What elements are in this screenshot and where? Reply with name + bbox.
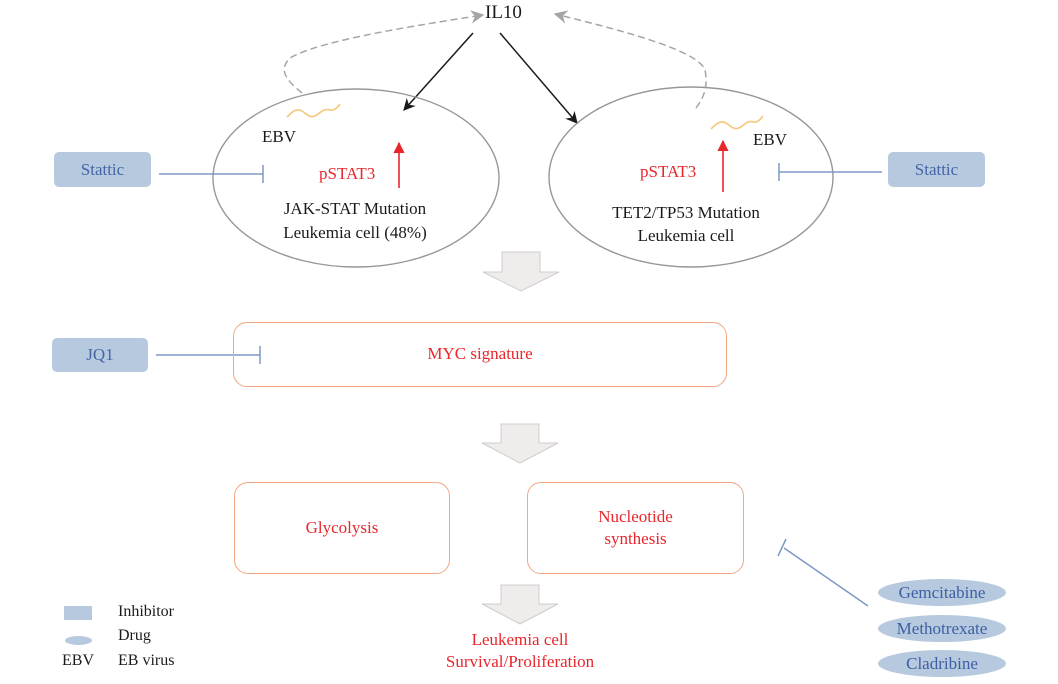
glycolysis-label: Glycolysis <box>305 517 379 537</box>
myc-signature-box: MYC signature <box>233 322 727 387</box>
legend-drug-label: Drug <box>118 627 151 644</box>
nucleotide-synthesis-label-line2: synthesis <box>604 529 667 548</box>
il10-label: IL10 <box>485 2 522 23</box>
drug-cladribine: Cladribine <box>878 650 1006 677</box>
drug-gemcitabine: Gemcitabine <box>878 579 1006 606</box>
stattic-inhibitor-left: Stattic <box>54 152 151 187</box>
glycolysis-box: Glycolysis <box>234 482 450 574</box>
legend-ebv-abbr: EBV <box>62 652 94 669</box>
ebv-to-il10-feedback-arrow-right <box>553 10 707 109</box>
legend-ebv-label: EB virus <box>118 652 175 669</box>
ebv-label-left: EBV <box>262 127 296 146</box>
ebv-strand-icon-left <box>286 103 341 118</box>
drugs-inhibit-nucleotide-synthesis <box>777 538 869 607</box>
right-cell-mutation-label: TET2/TP53 Mutation <box>612 203 760 222</box>
pstat3-label-right: pSTAT3 <box>640 162 697 181</box>
flow-arrow-down-2 <box>481 423 559 464</box>
left-cell-type-label: Leukemia cell (48%) <box>283 223 427 242</box>
il10-to-left-cell-arrow <box>403 32 474 111</box>
stattic-inhibitor-right: Stattic <box>888 152 985 187</box>
drug-methotrexate: Methotrexate <box>878 615 1006 642</box>
stattic-inhibits-left-cell <box>159 165 264 183</box>
nucleotide-synthesis-label-line1: Nucleotide <box>598 506 673 526</box>
outcome-label-line1: Leukemia cell <box>471 630 569 649</box>
ebv-to-il10-feedback-arrow-left <box>283 10 485 94</box>
legend-inhibitor-label: Inhibitor <box>118 603 174 620</box>
pstat3-label-left: pSTAT3 <box>319 164 376 183</box>
jq1-inhibitor: JQ1 <box>52 338 148 372</box>
flow-arrow-down-3 <box>481 584 559 625</box>
nucleotide-synthesis-box: Nucleotide synthesis <box>527 482 744 574</box>
left-cell-mutation-label: JAK-STAT Mutation <box>283 199 427 218</box>
tet2-tp53-leukemia-cell <box>548 86 834 268</box>
flow-arrow-down-1 <box>482 251 560 292</box>
legend-drug-swatch <box>65 636 92 645</box>
il10-to-right-cell-arrow <box>499 32 578 124</box>
jak-stat-leukemia-cell <box>212 88 500 268</box>
stattic-inhibits-right-cell <box>778 163 882 181</box>
ebv-label-right: EBV <box>753 130 787 149</box>
legend-inhibitor-swatch <box>64 606 92 620</box>
ebv-strand-icon-right <box>710 115 764 130</box>
myc-signature-label: MYC signature <box>427 344 533 364</box>
right-cell-type-label: Leukemia cell <box>637 226 735 245</box>
outcome-label-line2: Survival/Proliferation <box>445 652 595 671</box>
jq1-inhibits-myc <box>156 346 261 364</box>
